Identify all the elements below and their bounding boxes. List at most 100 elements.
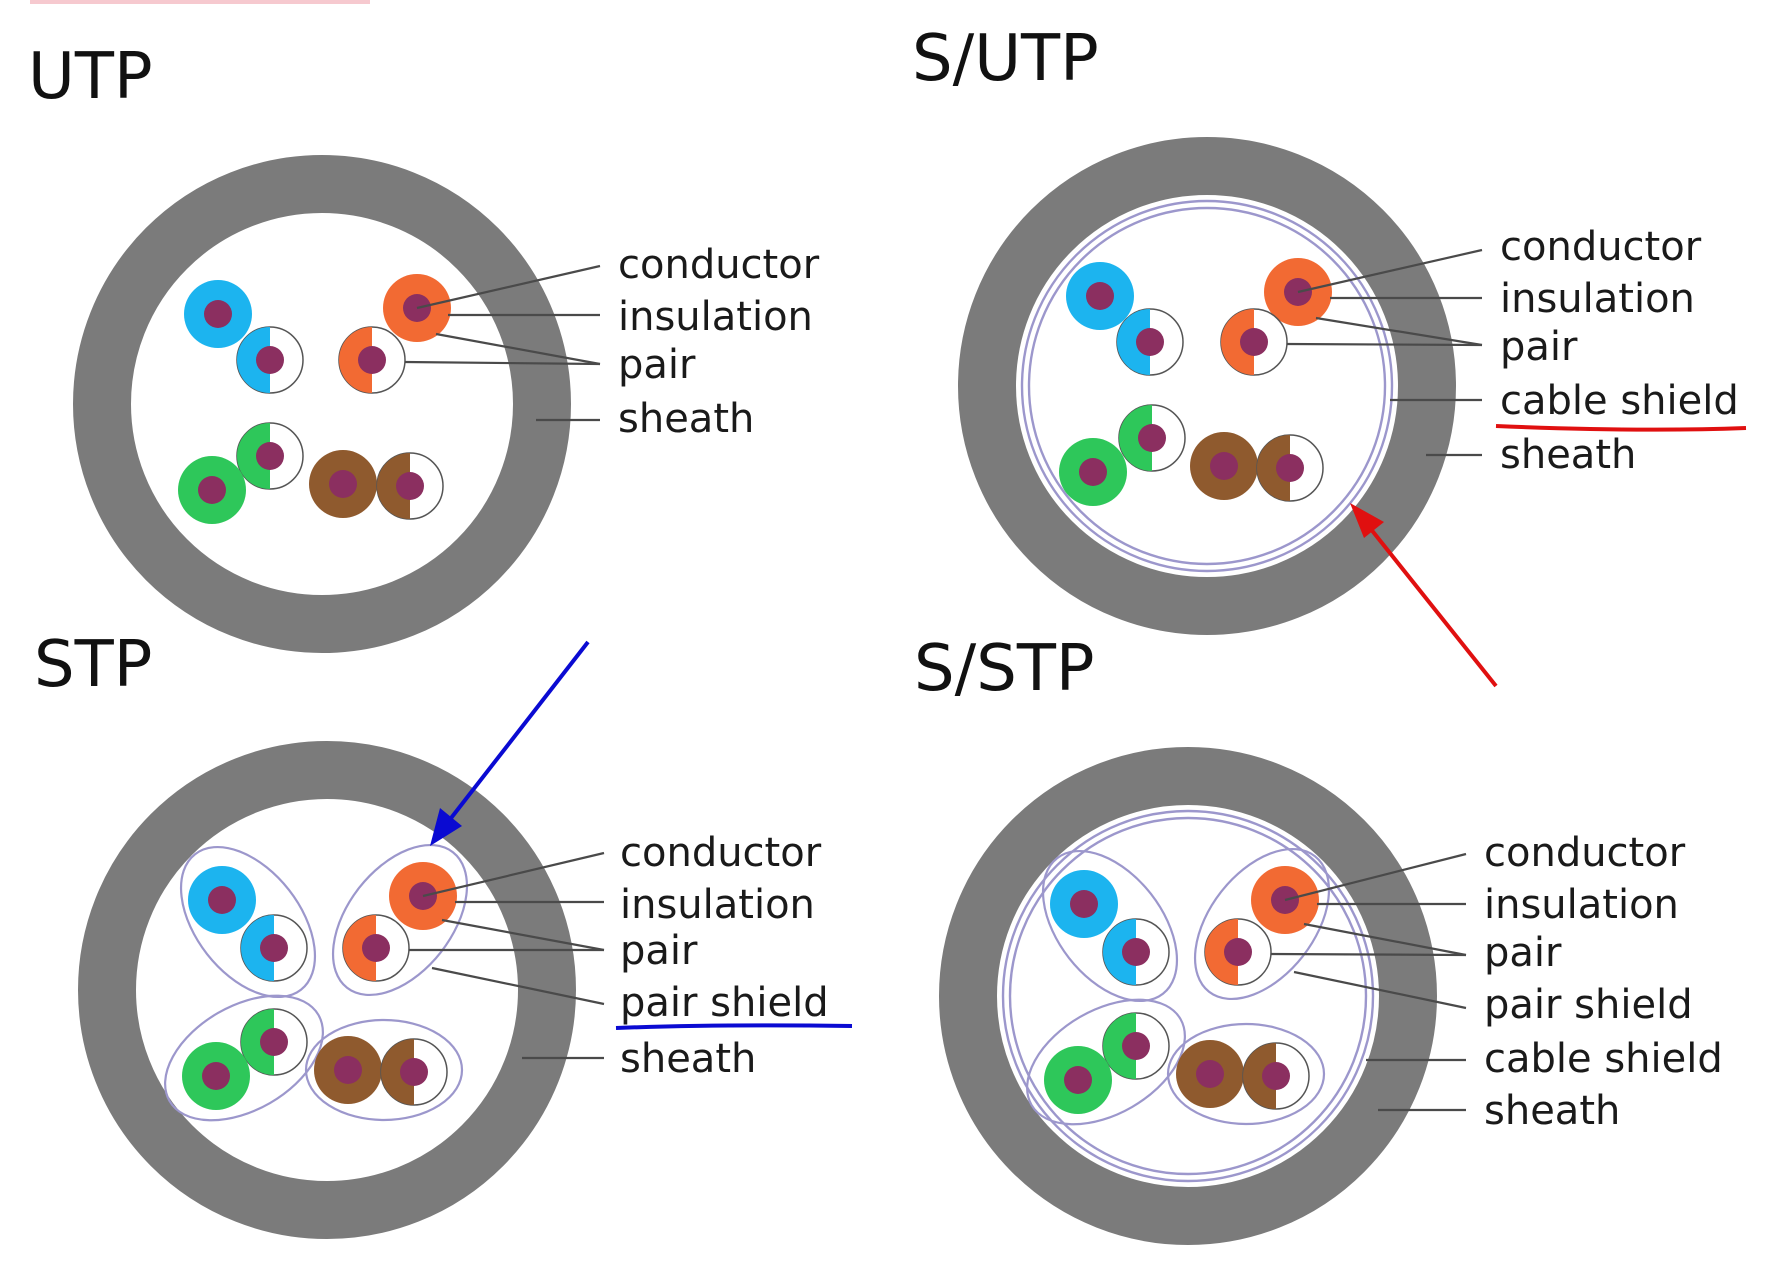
conductor xyxy=(1122,938,1150,966)
insulation-stripe xyxy=(339,327,372,393)
leader-pair xyxy=(435,332,601,366)
label-pair-shield: pair shield xyxy=(1484,982,1693,1028)
label-pair: pair xyxy=(1484,930,1562,976)
conductor xyxy=(208,886,236,914)
insulation-stripe xyxy=(1119,405,1152,471)
pair-shield-ellipse xyxy=(164,994,324,1122)
sheath-ring xyxy=(73,155,571,653)
label-sheath: sheath xyxy=(1500,432,1636,478)
insulation-stripe xyxy=(1257,435,1290,501)
conductor xyxy=(1210,452,1238,480)
green-pair xyxy=(178,422,304,524)
green-pair xyxy=(1059,404,1186,506)
insulation-stripe xyxy=(237,327,270,393)
conductor xyxy=(1079,458,1107,486)
conductor xyxy=(396,472,424,500)
insulation-stripe xyxy=(1243,1043,1276,1109)
blue-arrow-head xyxy=(430,808,462,846)
conductor xyxy=(256,442,284,470)
leader-pair xyxy=(1303,922,1467,957)
pair-shield-ellipse xyxy=(331,843,469,997)
brown-pair xyxy=(1166,1022,1326,1126)
orange-pair xyxy=(331,843,469,997)
insulation-stripe xyxy=(241,1009,274,1075)
leader-pair xyxy=(404,360,601,366)
conductor xyxy=(1224,938,1252,966)
label-conductor: conductor xyxy=(618,242,820,288)
blue-pair xyxy=(1041,849,1179,1003)
blue-arrow-shaft xyxy=(446,640,590,824)
conductor xyxy=(204,300,232,328)
label-pair: pair xyxy=(1500,324,1578,370)
leader-pair-shield xyxy=(431,966,605,1006)
leader-pair-shield xyxy=(1293,970,1467,1010)
insulation-stripe xyxy=(381,1039,414,1105)
blue-underline-mark xyxy=(615,1023,853,1030)
red-underline-mark xyxy=(1495,424,1747,432)
pair-shield-ellipse xyxy=(179,845,317,999)
label-insulation: insulation xyxy=(618,294,813,340)
pair-shield-ellipse xyxy=(1041,849,1179,1003)
conductor xyxy=(1276,454,1304,482)
conductor xyxy=(1262,1062,1290,1090)
panel-stp: STP xyxy=(34,628,853,1239)
conductor xyxy=(1122,1032,1150,1060)
blue-pair xyxy=(1066,262,1184,376)
label-cable-shield: cable shield xyxy=(1500,378,1739,424)
leader-pair xyxy=(1315,316,1483,347)
conductor xyxy=(1196,1060,1224,1088)
label-insulation: insulation xyxy=(620,882,815,928)
label-pair: pair xyxy=(618,342,696,388)
label-pair: pair xyxy=(620,928,698,974)
panel-title-utp: UTP xyxy=(28,40,153,114)
insulation-stripe xyxy=(343,915,376,981)
panel-utp: UTP xyxy=(28,40,820,653)
brown-pair xyxy=(304,1018,464,1122)
conductor xyxy=(1064,1066,1092,1094)
sheath-ring xyxy=(78,741,576,1239)
panel-title-s-utp: S/UTP xyxy=(912,22,1099,96)
blue-pair xyxy=(184,280,304,394)
leader-pair xyxy=(1286,342,1483,347)
sheath-ring xyxy=(939,747,1437,1245)
conductor xyxy=(260,1028,288,1056)
insulation-stripe xyxy=(1117,309,1150,375)
leader-conductor xyxy=(1297,248,1483,294)
red-arrow-head xyxy=(1350,503,1384,538)
conductor xyxy=(358,346,386,374)
leader-conductor xyxy=(416,264,601,310)
pair-shield-ellipse xyxy=(1193,847,1331,1001)
label-insulation: insulation xyxy=(1484,882,1679,928)
insulation-stripe xyxy=(1205,919,1238,985)
label-insulation: insulation xyxy=(1500,276,1695,322)
orange-pair xyxy=(1193,847,1331,1001)
cable-shield-ring xyxy=(1001,809,1375,1183)
label-conductor: conductor xyxy=(620,830,822,876)
conductor xyxy=(1138,424,1166,452)
cable-shield-ring xyxy=(1020,199,1394,573)
label-sheath: sheath xyxy=(618,396,754,442)
conductor xyxy=(400,1058,428,1086)
panel-title-stp: STP xyxy=(34,628,152,702)
label-cable-shield: cable shield xyxy=(1484,1036,1723,1082)
leader-pair xyxy=(1270,952,1467,957)
brown-pair xyxy=(1190,432,1324,502)
red-arrow-shaft xyxy=(1368,526,1498,688)
conductor xyxy=(198,476,226,504)
sheath-ring xyxy=(958,137,1456,635)
panel-s-stp: S/STP xyxy=(914,632,1723,1245)
green-pair xyxy=(164,994,324,1122)
leader-conductor xyxy=(422,851,605,898)
panel-title-s-stp: S/STP xyxy=(914,632,1095,706)
conductor xyxy=(1240,328,1268,356)
insulation-stripe xyxy=(1103,1013,1136,1079)
label-sheath: sheath xyxy=(1484,1088,1620,1134)
conductor xyxy=(329,470,357,498)
conductor xyxy=(362,934,390,962)
panel-s-utp: S/UTP xyxy=(912,22,1747,688)
green-pair xyxy=(1026,998,1186,1126)
conductor xyxy=(1136,328,1164,356)
conductor xyxy=(260,934,288,962)
brown-pair xyxy=(309,450,444,520)
